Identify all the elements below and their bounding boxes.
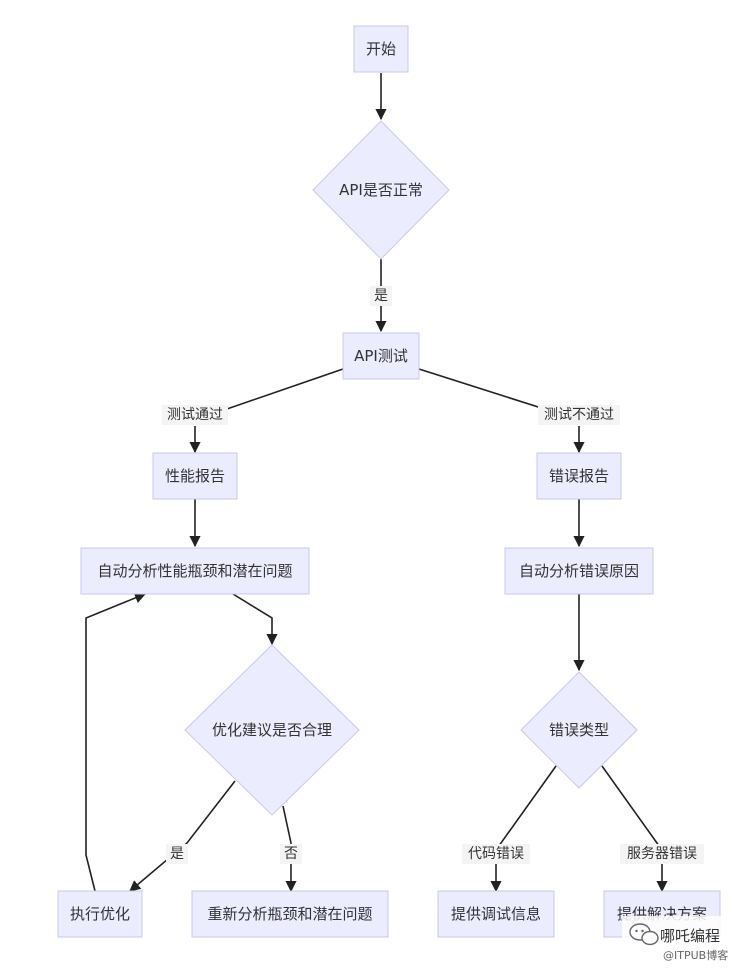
wechat-icon — [629, 923, 659, 946]
edge-type-to-debug — [490, 765, 557, 893]
watermark-title: 哪吒编程 — [660, 927, 720, 945]
edge-label-yes-opt: 是 — [166, 844, 188, 864]
node-auto-analyze-err[interactable]: 自动分析错误原因 — [504, 547, 654, 595]
node-opt-reasonable-label: 优化建议是否合理 — [212, 721, 332, 739]
node-auto-analyze-perf-label: 自动分析性能瓶颈和潜在问题 — [97, 562, 292, 580]
node-err-type[interactable]: 错误类型 — [520, 671, 638, 789]
edge-exec-loop-back — [85, 592, 147, 892]
node-perf-report-label: 性能报告 — [165, 467, 225, 485]
edge-opt-no-to-reanalyze — [282, 805, 297, 893]
node-auto-analyze-err-label: 自动分析错误原因 — [519, 562, 639, 580]
edge-label-code-err: 代码错误 — [462, 844, 530, 864]
node-err-report-label: 错误报告 — [549, 467, 609, 485]
node-exec-opt-label: 执行优化 — [70, 905, 130, 923]
edge-label-test-fail-text: 测试不通过 — [544, 407, 614, 423]
node-opt-reasonable[interactable]: 优化建议是否合理 — [184, 644, 360, 816]
watermark-subtitle: @ITPUB博客 — [663, 948, 728, 962]
edge-label-code-err-text: 代码错误 — [468, 846, 524, 862]
edge-label-no-opt: 否 — [280, 844, 302, 864]
edge-label-server-err: 服务器错误 — [620, 844, 704, 864]
edge-label-yes-api: 是 — [370, 286, 392, 306]
node-exec-opt[interactable]: 执行优化 — [57, 890, 143, 938]
node-api-ok-label: API是否正常 — [339, 181, 423, 199]
edge-type-to-solution — [601, 765, 668, 893]
node-provide-debug[interactable]: 提供调试信息 — [437, 890, 555, 938]
node-provide-debug-label: 提供调试信息 — [451, 905, 541, 923]
edge-label-no-opt-text: 否 — [284, 846, 298, 862]
node-reanalyze[interactable]: 重新分析瓶颈和潜在问题 — [191, 890, 389, 938]
nodes: 开始 API是否正常 API测试 性能报告 错误报告 自动分析性能瓶颈和潜在问题 — [57, 25, 721, 938]
node-api-test[interactable]: API测试 — [342, 332, 420, 380]
watermark: 哪吒编程 @ITPUB博客 — [622, 916, 754, 966]
node-start[interactable]: 开始 — [353, 25, 409, 73]
edge-labels: 是 测试通过 测试不通过 是 否 代码错误 服务器错误 — [162, 286, 704, 864]
edge-label-yes-opt-text: 是 — [170, 846, 184, 862]
node-err-report[interactable]: 错误报告 — [536, 452, 622, 500]
edge-label-test-fail: 测试不通过 — [538, 405, 620, 425]
edge-label-server-err-text: 服务器错误 — [627, 846, 697, 862]
node-auto-analyze-perf[interactable]: 自动分析性能瓶颈和潜在问题 — [80, 547, 310, 595]
node-api-ok[interactable]: API是否正常 — [312, 120, 450, 260]
edge-label-yes-api-text: 是 — [374, 288, 388, 304]
node-reanalyze-label: 重新分析瓶颈和潜在问题 — [207, 905, 372, 923]
node-err-type-label: 错误类型 — [549, 721, 609, 739]
edge-label-test-pass-text: 测试通过 — [167, 407, 223, 423]
node-start-label: 开始 — [366, 40, 396, 58]
edge-opt-yes-to-exec — [129, 780, 236, 892]
edge-analyze-to-opt — [232, 593, 278, 646]
edge-label-test-pass: 测试通过 — [162, 405, 228, 425]
node-perf-report[interactable]: 性能报告 — [152, 452, 238, 500]
node-api-test-label: API测试 — [354, 347, 408, 365]
